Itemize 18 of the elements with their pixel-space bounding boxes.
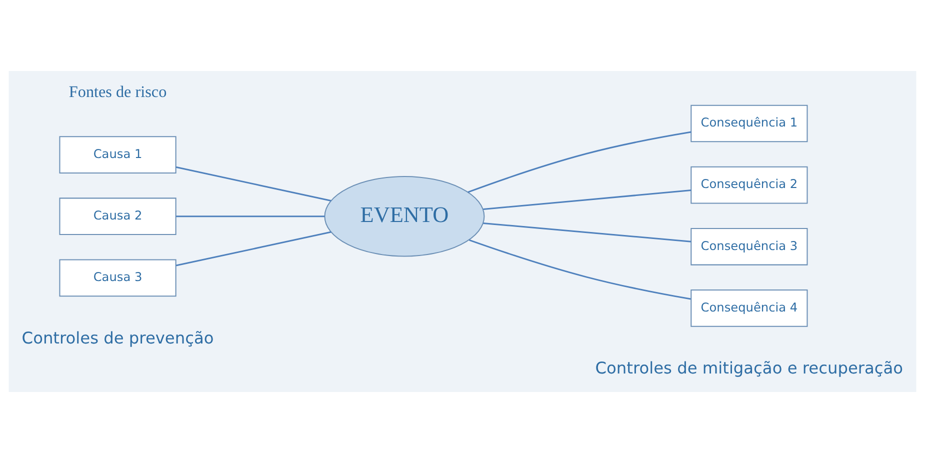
connector	[176, 215, 325, 217]
node-ellipse: EVENTO	[324, 175, 485, 256]
node-box: Causa 1	[59, 136, 176, 173]
connector	[176, 166, 332, 201]
connector	[468, 238, 691, 300]
label: Controles de mitigação e recuperação	[595, 358, 904, 378]
label: Controles de prevenção	[22, 328, 214, 347]
connector	[468, 130, 692, 192]
node-box: Causa 2	[59, 197, 176, 235]
node-box: Consequência 3	[690, 227, 808, 265]
connector	[176, 230, 332, 266]
connector	[483, 189, 692, 210]
connector	[483, 222, 692, 242]
node-box: Consequência 2	[690, 166, 808, 204]
label: Fontes de risco	[68, 84, 167, 101]
node-box: Consequência 4	[690, 289, 808, 326]
node-box: Causa 3	[59, 258, 176, 296]
node-box: Consequência 1	[690, 104, 808, 142]
